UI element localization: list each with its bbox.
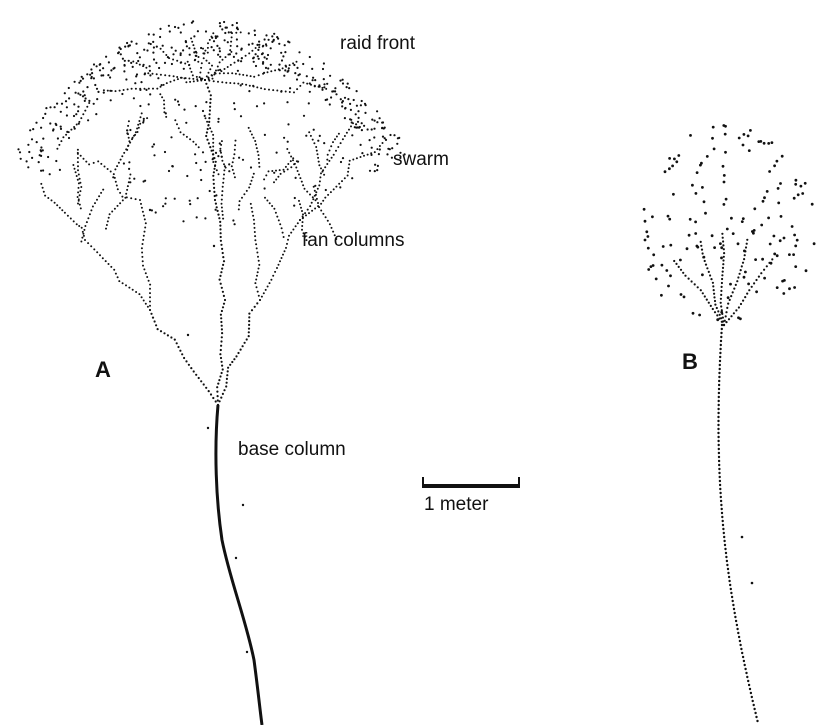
base-column-label: base column [238, 440, 346, 459]
raid-a-pattern [17, 20, 405, 725]
swarm-label: swarm [393, 150, 449, 169]
raid-a-fan-columns [40, 31, 383, 653]
raid-front-label: raid front [340, 34, 415, 53]
fan-columns-label: fan columns [302, 231, 404, 250]
panel-b-letter: B [682, 351, 698, 373]
raid-b-pattern [643, 124, 816, 722]
raid-b-base-column [717, 324, 758, 722]
scale-bar-label: 1 meter [424, 495, 488, 514]
raid-b-swarm-dots [643, 124, 816, 321]
scale-bar [422, 477, 520, 488]
raid-b-fan-columns [673, 233, 773, 326]
panel-a-letter: A [95, 359, 111, 381]
